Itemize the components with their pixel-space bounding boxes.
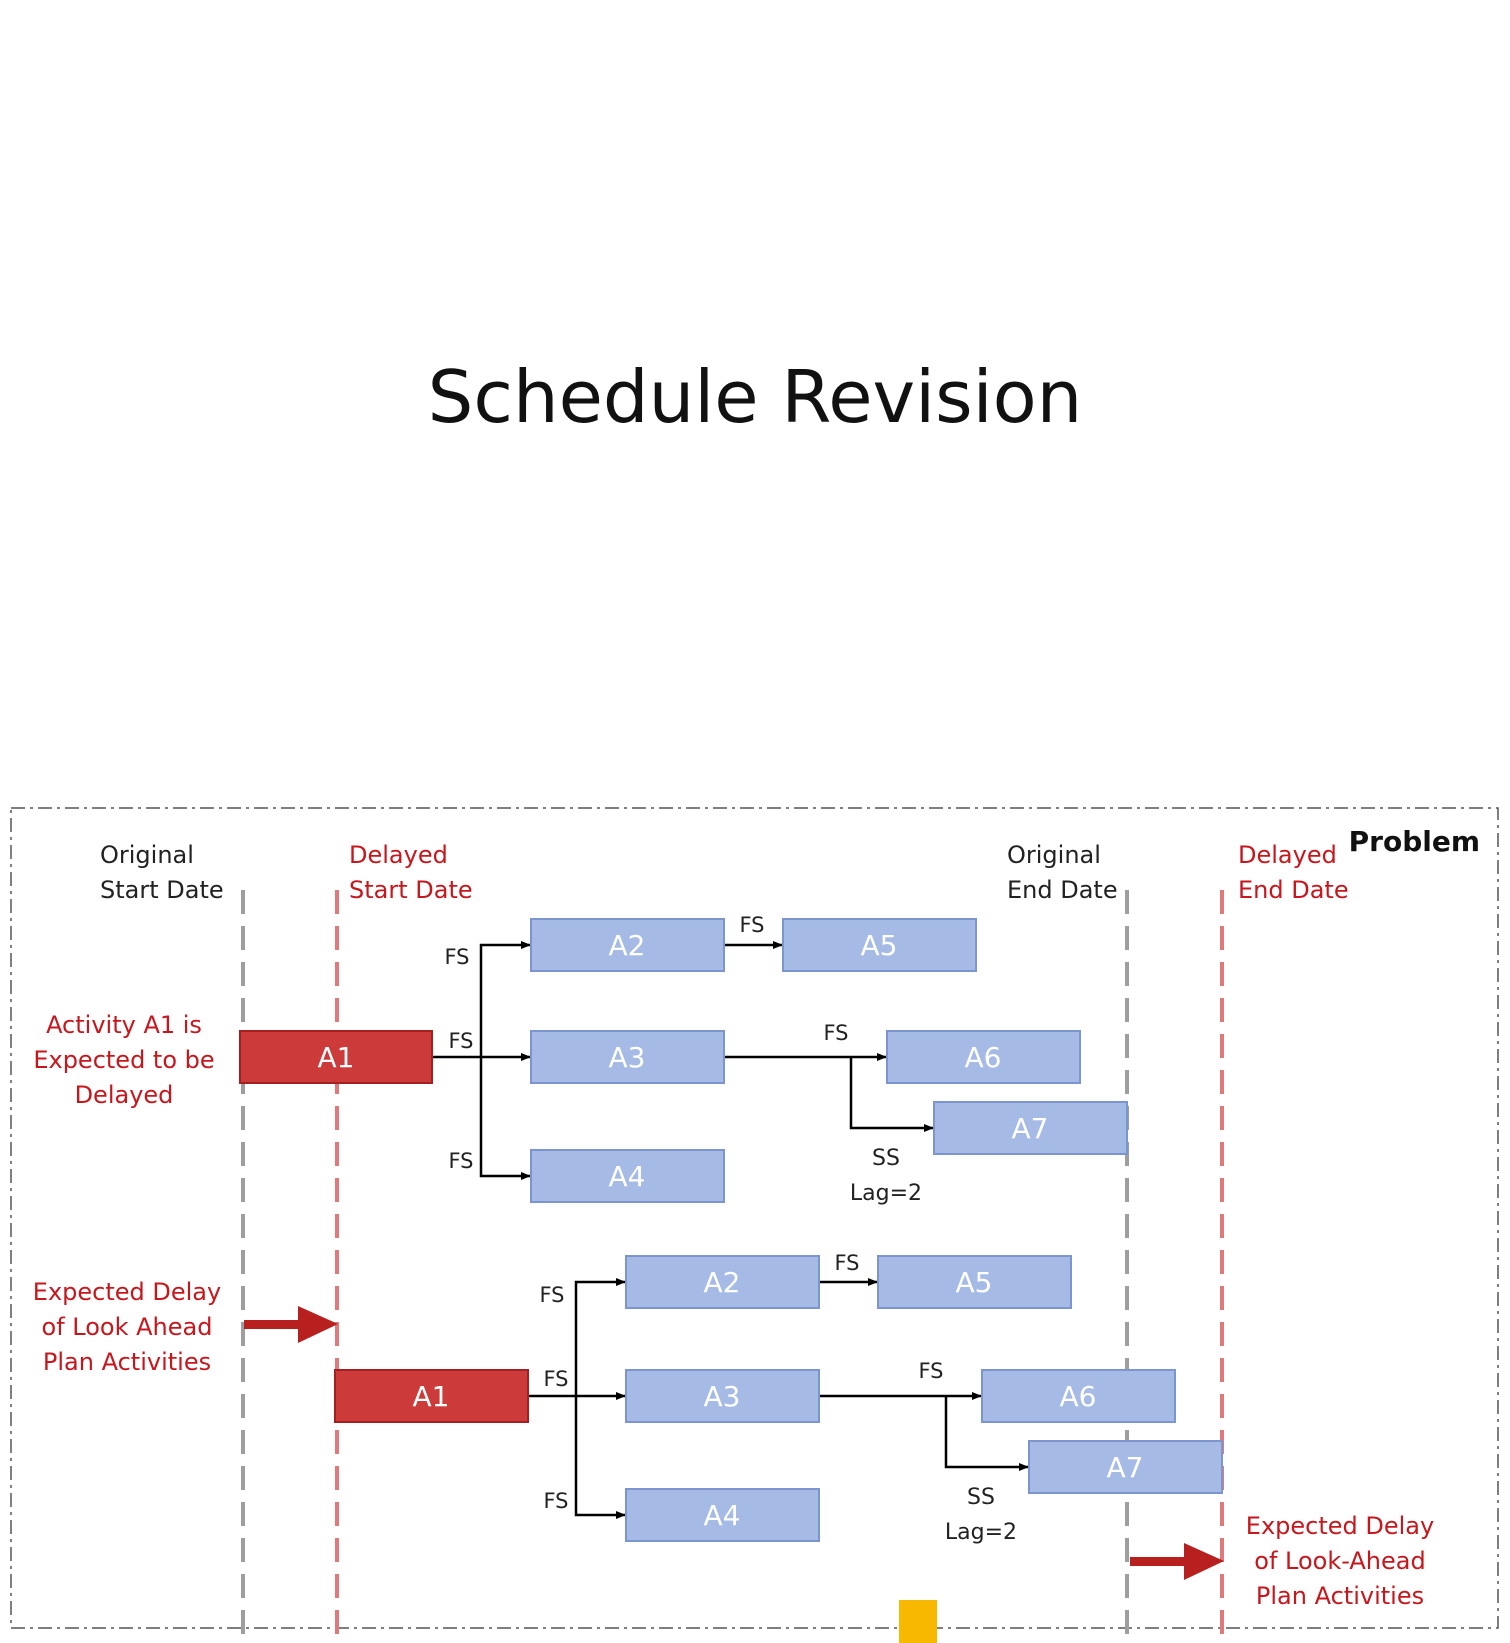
delayed-end-label-2: End Date (1238, 876, 1349, 904)
relation-label: FS (834, 1251, 859, 1275)
lookahead-delay-note-1: Expected Delay (33, 1278, 221, 1306)
activity-a7-label: A7 (1107, 1451, 1144, 1484)
activity-a4-label: A4 (609, 1160, 646, 1193)
relation-label: FS (543, 1489, 568, 1513)
delayed-end-label-1: Delayed (1238, 841, 1337, 869)
network-original: A1 A2 A3 A4 A5 A6 A7 FS FS FS FS FS SS L… (239, 913, 1128, 1206)
activity-a1-label: A1 (413, 1380, 450, 1413)
activity-a5-original (782, 918, 977, 972)
lookahead-delay-end-note-1: Expected Delay (1246, 1512, 1434, 1540)
activity-a2-delayed (625, 1255, 820, 1309)
accent-block (899, 1600, 937, 1643)
relation-label: FS (543, 1367, 568, 1391)
activity-a1-label: A1 (318, 1041, 355, 1074)
activity-a1-delayed (334, 1369, 529, 1423)
lag-label: Lag=2 (850, 1181, 922, 1206)
page-title: Schedule Revision (427, 355, 1083, 439)
problem-tag: Problem (1349, 825, 1480, 858)
delayed-start-label-1: Delayed (349, 841, 448, 869)
activity-a5-delayed (877, 1255, 1072, 1309)
relation-label: SS (967, 1485, 995, 1510)
a1-delay-note-3: Delayed (75, 1081, 174, 1109)
activity-a7-label: A7 (1012, 1112, 1049, 1145)
original-end-label-1: Original (1007, 841, 1101, 869)
activity-a7-original (933, 1101, 1128, 1155)
activity-a2-label: A2 (609, 929, 646, 962)
relation-label: FS (539, 1283, 564, 1307)
a1-delay-note-2: Expected to be (33, 1046, 214, 1074)
original-start-label-1: Original (100, 841, 194, 869)
lag-label: Lag=2 (945, 1520, 1017, 1545)
original-start-label-2: Start Date (100, 876, 224, 904)
activity-a6-original (886, 1030, 1081, 1084)
activity-a6-label: A6 (1060, 1380, 1097, 1413)
network-delayed: A1 A2 A3 A4 A5 A6 A7 FS FS FS FS FS SS L… (334, 1251, 1223, 1545)
activity-a3-original (530, 1030, 725, 1084)
a1-delay-note-1: Activity A1 is (46, 1011, 202, 1039)
activity-a2-original (530, 918, 725, 972)
relation-label: FS (823, 1021, 848, 1045)
original-end-label-2: End Date (1007, 876, 1118, 904)
activity-a7-delayed (1028, 1440, 1223, 1494)
activity-a1-original (239, 1030, 433, 1084)
panel-frame (10, 807, 1499, 1629)
relation-label: FS (448, 1149, 473, 1173)
lookahead-delay-note-2: of Look Ahead (42, 1313, 213, 1341)
delayed-start-label-2: Start Date (349, 876, 473, 904)
activity-a6-delayed (981, 1369, 1176, 1423)
activity-a5-label: A5 (861, 929, 898, 962)
activity-a4-original (530, 1149, 725, 1203)
activity-a3-delayed (625, 1369, 820, 1423)
lookahead-delay-note-3: Plan Activities (43, 1348, 211, 1376)
activity-a2-label: A2 (704, 1266, 741, 1299)
activity-a3-label: A3 (609, 1041, 646, 1074)
relation-label: FS (739, 913, 764, 937)
activity-a4-delayed (625, 1488, 820, 1542)
delay-arrow-end (1130, 1543, 1224, 1580)
lookahead-delay-end-note-2: of Look-Ahead (1254, 1547, 1425, 1575)
activity-a3-label: A3 (704, 1380, 741, 1413)
activity-a5-label: A5 (956, 1266, 993, 1299)
activity-a4-label: A4 (704, 1499, 741, 1532)
delay-arrow-start (244, 1306, 338, 1343)
lookahead-delay-end-note-3: Plan Activities (1256, 1582, 1424, 1610)
relation-label: FS (918, 1359, 943, 1383)
relation-label: FS (444, 945, 469, 969)
relation-label: FS (448, 1029, 473, 1053)
relation-label: SS (872, 1146, 900, 1171)
activity-a6-label: A6 (965, 1041, 1002, 1074)
